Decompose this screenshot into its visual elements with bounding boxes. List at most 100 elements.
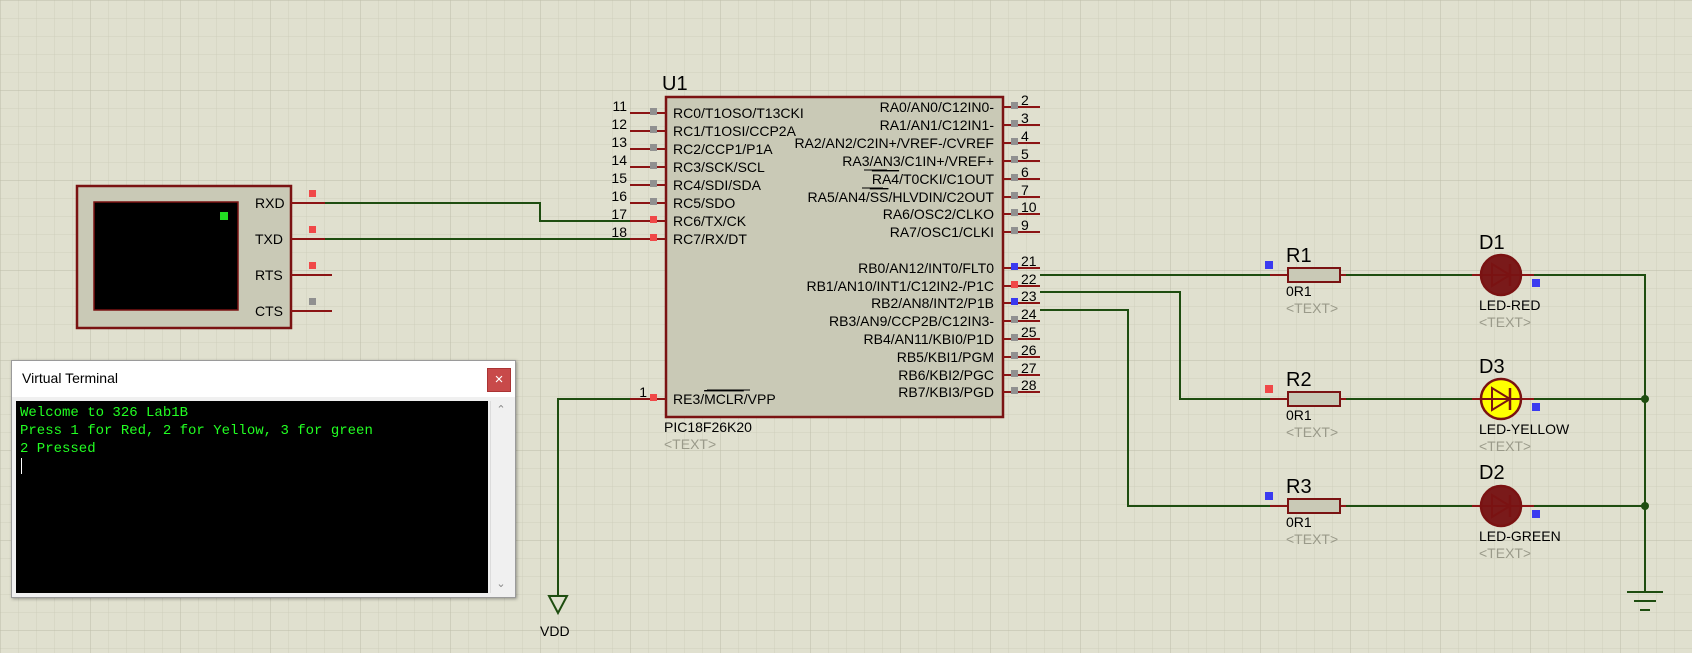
chevron-up-icon[interactable]: ⌃: [496, 404, 506, 416]
vdd-terminal[interactable]: VDD: [540, 595, 570, 639]
probe-icon: [1265, 492, 1273, 500]
probe-icon: [650, 234, 657, 241]
probe-icon: [1011, 156, 1018, 163]
u1-pin-number: 1: [639, 384, 647, 400]
resistor-icon: [1287, 267, 1341, 283]
u1-pin-number: 11: [612, 98, 627, 114]
probe-icon: [1011, 209, 1018, 216]
probe-icon: [1011, 334, 1018, 341]
u1-pin-11[interactable]: 11 RC0/T1OSO/T13CKI: [612, 98, 803, 121]
vt-titlebar[interactable]: Virtual Terminal ×: [12, 361, 515, 397]
resistor-ref-label: R1: [1286, 245, 1312, 267]
u1-pin-number: 14: [611, 152, 627, 168]
u1-text-label: <TEXT>: [664, 436, 716, 452]
resistor-icon: [1287, 498, 1341, 514]
probe-icon: [1265, 385, 1273, 393]
close-icon[interactable]: ×: [487, 368, 511, 392]
terminal-pin-label: CTS: [255, 303, 283, 319]
led-text-label: <TEXT>: [1479, 438, 1531, 454]
resistor-r1[interactable]: R1 0R1<TEXT>: [1265, 245, 1346, 316]
u1-pin-label: RC0/T1OSO/T13CKI: [673, 105, 804, 121]
resistor-value-label: 0R1: [1286, 283, 1312, 299]
u1-pin-number: 22: [1021, 271, 1037, 287]
led-ref-label: D3: [1479, 356, 1505, 378]
u1-pin-label: RC4/SDI/SDA: [673, 177, 762, 193]
u1-pin-number: 15: [611, 170, 627, 186]
u1-part-label: PIC18F26K20: [664, 419, 752, 435]
resistor-value-label: 0R1: [1286, 407, 1312, 423]
probe-icon: [309, 298, 316, 305]
terminal-screen-icon: [93, 201, 239, 311]
u1-pin-number: 10: [1021, 199, 1037, 215]
u1-pin-label: RA4/T0CKI/C1OUT: [872, 171, 995, 187]
terminal-pin-cts[interactable]: CTS: [255, 298, 332, 319]
resistor-ref-label: R3: [1286, 476, 1312, 498]
u1-pin-label: RC2/CCP1/P1A: [673, 141, 773, 157]
resistor-text-label: <TEXT>: [1286, 300, 1338, 316]
probe-icon: [1532, 510, 1540, 518]
probe-icon: [650, 126, 657, 133]
terminal-pin-label: RXD: [255, 195, 285, 211]
probe-icon: [1532, 403, 1540, 411]
u1-body: [664, 95, 1005, 419]
probe-icon: [1011, 120, 1018, 127]
text-cursor: [21, 458, 22, 474]
resistor-text-label: <TEXT>: [1286, 424, 1338, 440]
junction-dot: [1641, 502, 1649, 510]
vt-title: Virtual Terminal: [22, 370, 118, 386]
vt-text: Welcome to 326 Lab1B Press 1 for Red, 2 …: [16, 401, 488, 479]
probe-icon: [650, 162, 657, 169]
wire-d1-common: [1534, 274, 1646, 592]
wires: [325, 202, 1649, 596]
terminal-pin-rts[interactable]: RTS: [255, 262, 332, 283]
probe-icon: [1011, 174, 1018, 181]
u1-pin-label: RB2/AN8/INT2/P1B: [871, 295, 994, 311]
u1-pin-15[interactable]: 15 RC4/SDI/SDA: [611, 170, 761, 193]
terminal-indicator: [220, 212, 228, 220]
virtual-terminal-window[interactable]: Virtual Terminal × Welcome to 326 Lab1B …: [11, 360, 516, 598]
vdd-arrow-icon: [547, 595, 569, 616]
u1-pin-label: RA5/AN4/SS/HLVDIN/C2OUT: [808, 189, 995, 205]
vt-scrollbar[interactable]: ⌃ ⌄: [490, 401, 511, 593]
probe-icon: [309, 190, 316, 197]
probe-icon: [1011, 370, 1018, 377]
ground-terminal[interactable]: [1627, 591, 1663, 611]
vt-output[interactable]: Welcome to 326 Lab1B Press 1 for Red, 2 …: [16, 401, 488, 593]
probe-icon: [1011, 298, 1018, 305]
probe-icon: [1011, 352, 1018, 359]
led-ref-label: D1: [1479, 232, 1505, 254]
chevron-down-icon[interactable]: ⌄: [496, 578, 506, 590]
u1-pin-label: RB6/KBI2/PGC: [898, 367, 994, 383]
